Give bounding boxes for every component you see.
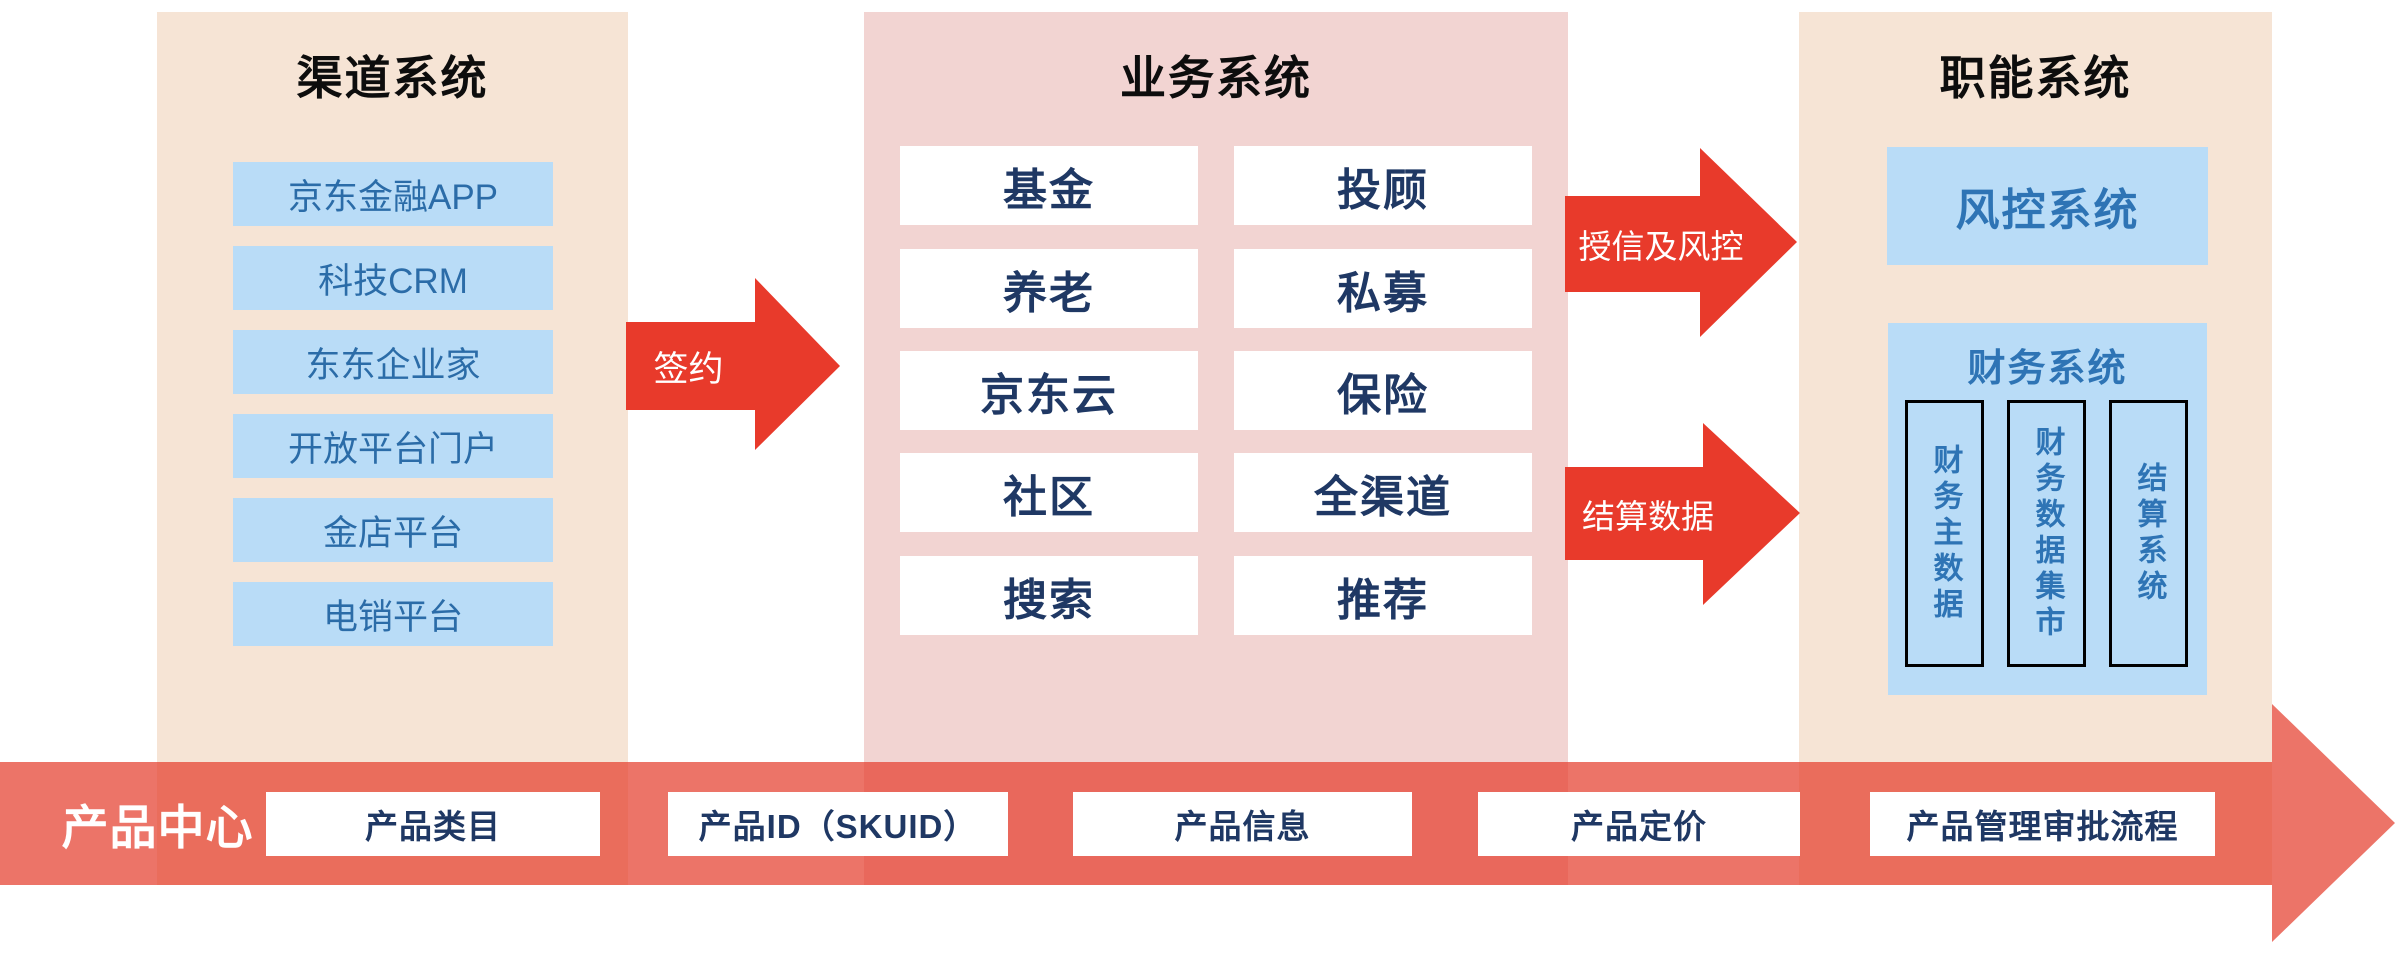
settlement-system-box: 结算系统 [2109,400,2188,667]
business-item-insurance: 保险 [1234,351,1532,430]
finance-system-title: 财务系统 [1967,348,2128,390]
channel-item-dongdong-entrepreneur: 东东企业家 [233,330,553,394]
business-item-investment-advisory: 投顾 [1234,146,1532,225]
business-item-omni-channel: 全渠道 [1234,453,1532,532]
finance-master-data-box: 财务主数据 [1905,400,1984,667]
functional-panel-title: 职能系统 [1939,52,2132,104]
channel-systems-panel: 渠道系统 京东金融APP 科技CRM 东东企业家 开放平台门户 金店平台 电销平… [157,12,628,885]
business-item-jd-cloud: 京东云 [900,351,1198,430]
business-item-search: 搜索 [900,556,1198,635]
channel-item-open-platform-portal: 开放平台门户 [233,414,553,478]
settlement-arrow-label: 结算数据 [1582,497,1714,535]
business-systems-panel: 业务系统 基金 投顾 养老 私募 京东云 保险 社区 全渠道 搜索 推荐 [864,12,1568,885]
business-item-private-equity: 私募 [1234,249,1532,328]
business-item-recommendation: 推荐 [1234,556,1532,635]
settlement-arrow-icon [1565,423,1800,605]
band-box-product-management-approval-flow: 产品管理审批流程 [1870,792,2215,856]
credit-risk-arrow-icon [1565,148,1797,337]
business-item-community: 社区 [900,453,1198,532]
business-item-pension: 养老 [900,249,1198,328]
business-item-fund: 基金 [900,146,1198,225]
band-box-product-pricing: 产品定价 [1478,792,1800,856]
finance-system-box: 财务系统 财务主数据 财务数据集市 结算系统 [1888,323,2207,695]
sign-arrow-label: 签约 [653,349,724,389]
sign-arrow-icon [626,278,840,450]
channel-item-telemarketing-platform: 电销平台 [233,582,553,646]
channel-item-jd-finance-app: 京东金融APP [233,162,553,226]
band-box-product-info: 产品信息 [1073,792,1412,856]
risk-control-system-box: 风控系统 [1887,147,2208,265]
product-center-label: 产品中心 [61,801,254,854]
business-panel-title: 业务系统 [1120,52,1312,104]
functional-systems-panel: 职能系统 风控系统 财务系统 财务主数据 财务数据集市 结算系统 [1799,12,2272,885]
credit-risk-arrow-label: 授信及风控 [1578,228,1744,265]
channel-panel-title: 渠道系统 [296,52,489,104]
band-box-product-category: 产品类目 [266,792,600,856]
finance-data-mart-box: 财务数据集市 [2007,400,2086,667]
channel-item-tech-crm: 科技CRM [233,246,553,310]
channel-item-gold-shop-platform: 金店平台 [233,498,553,562]
band-box-product-id-skuid: 产品ID（SKUID） [668,792,1008,856]
